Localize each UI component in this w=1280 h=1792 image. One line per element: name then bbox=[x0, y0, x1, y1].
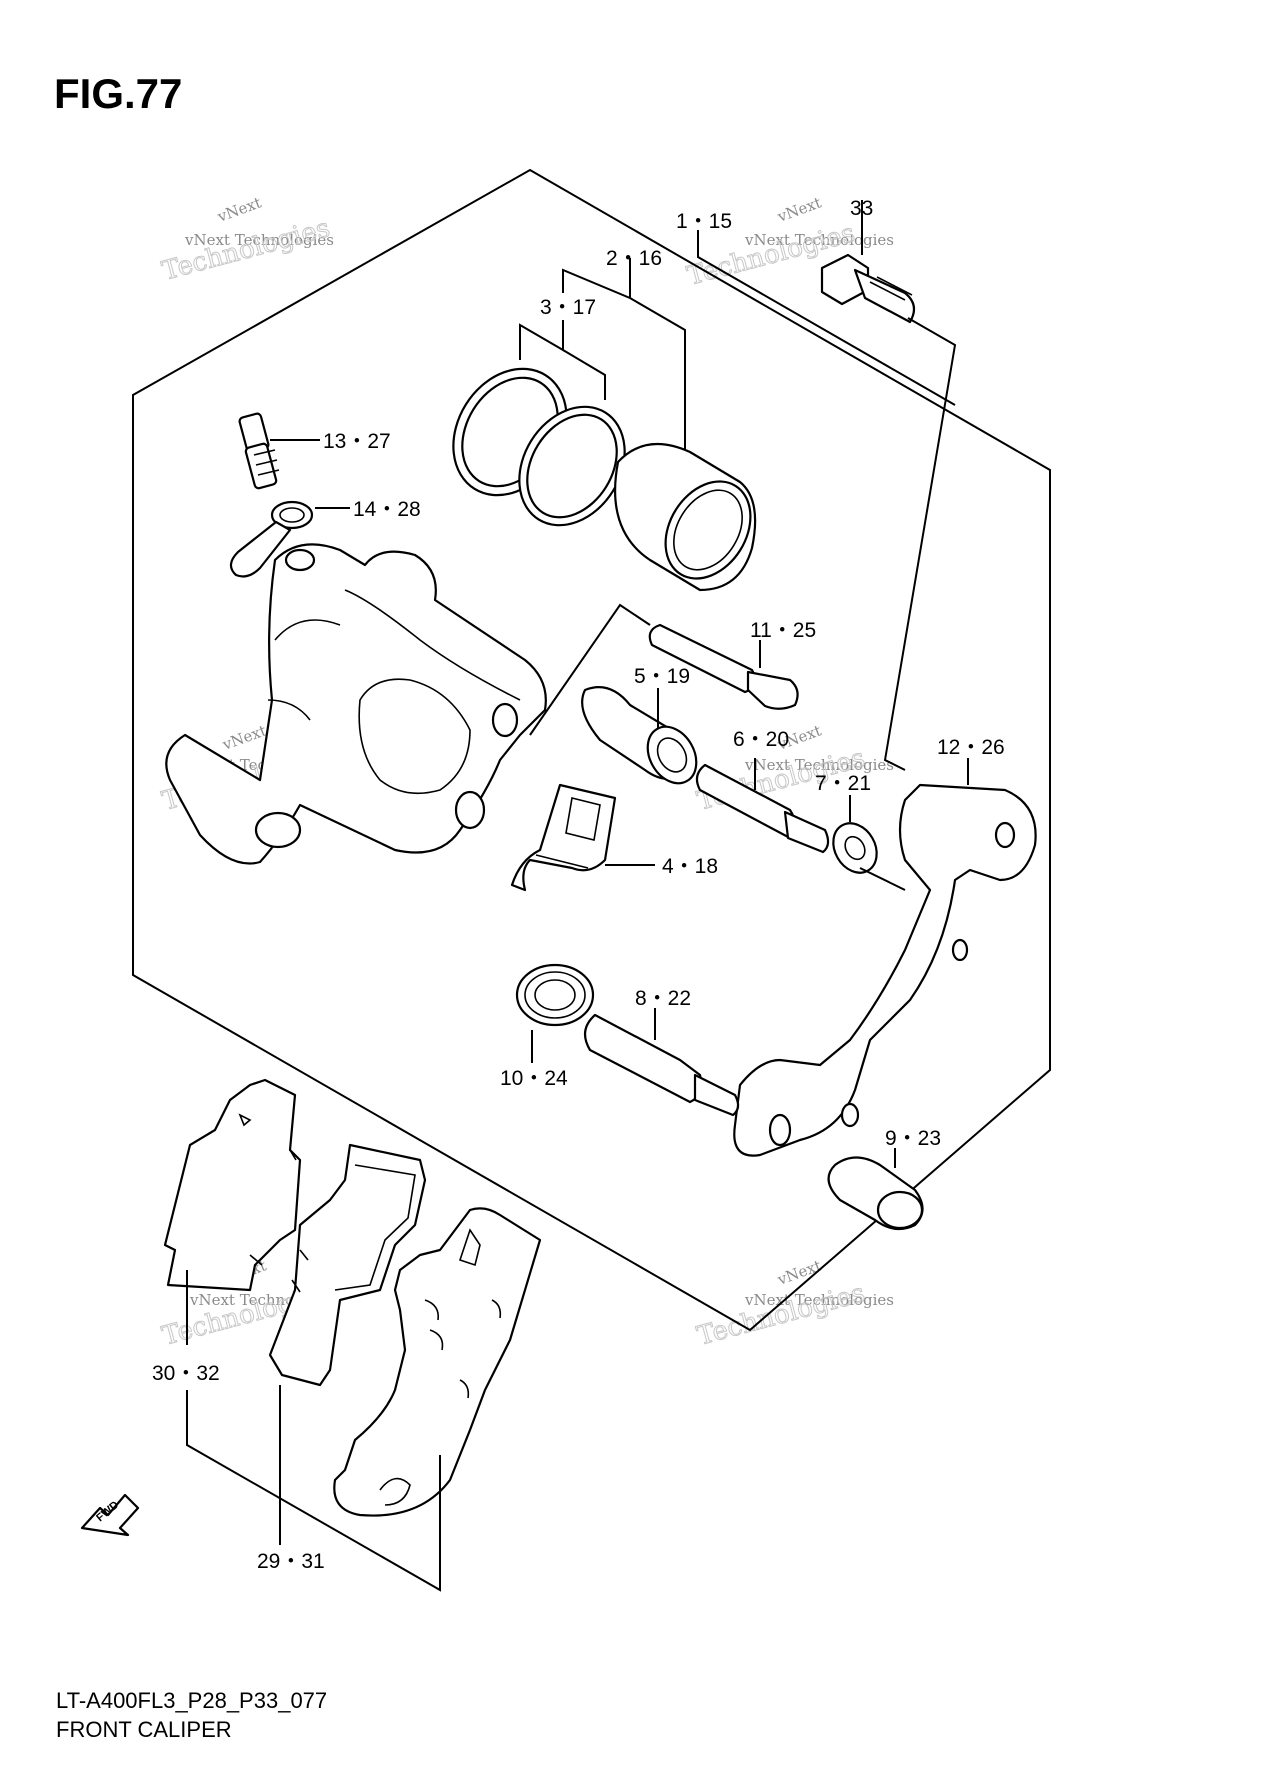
callout-14-28: 14・28 bbox=[353, 498, 421, 521]
callout-12-26: 12・26 bbox=[937, 736, 1005, 759]
caliper-body bbox=[165, 543, 547, 865]
caliper-piston bbox=[614, 442, 757, 592]
callout-29-31: 29・31 bbox=[257, 1550, 325, 1573]
callout-3-17: 3・17 bbox=[540, 296, 596, 319]
bracket-pin bbox=[583, 1013, 740, 1117]
callout-9-23: 9・23 bbox=[885, 1127, 941, 1150]
callout-33: 33 bbox=[850, 197, 873, 220]
model-code: LT-A400FL3_P28_P33_077 bbox=[56, 1688, 328, 1713]
callout-8-22: 8・22 bbox=[635, 987, 691, 1010]
caliper-bracket-bolt bbox=[820, 253, 916, 324]
figure-title: FIG.77 bbox=[54, 70, 183, 117]
svg-text:Technologies: Technologies bbox=[694, 1278, 868, 1352]
svg-text:vNext Technologies: vNext Technologies bbox=[184, 231, 334, 249]
bracket-sleeve bbox=[827, 1156, 924, 1231]
svg-text:Technologies: Technologies bbox=[159, 213, 333, 287]
pad-spring bbox=[510, 783, 617, 892]
svg-text:vNext Technologies: vNext Technologies bbox=[744, 756, 894, 774]
bleeder-cap bbox=[229, 500, 314, 578]
leader-lines bbox=[186, 200, 969, 1592]
caliper-slide-pin-upper bbox=[648, 623, 799, 710]
callout-10-24: 10・24 bbox=[500, 1067, 568, 1090]
watermark-bottom-center: vNext vNext Technologies Technologies bbox=[694, 1256, 894, 1352]
bleeder-screw bbox=[238, 412, 280, 490]
brake-pad-outer bbox=[163, 1078, 302, 1292]
callout-7-21: 7・21 bbox=[815, 772, 871, 795]
svg-text:vNext: vNext bbox=[219, 721, 268, 754]
svg-text:vNext Technologies: vNext Technologies bbox=[744, 231, 894, 249]
caliper-bracket bbox=[733, 783, 1037, 1157]
watermark-top-left: vNext vNext Technologies Technologies bbox=[159, 193, 334, 287]
pin-sleeve bbox=[581, 686, 698, 785]
assembly-frame bbox=[132, 168, 1051, 1332]
svg-text:vNext: vNext bbox=[774, 193, 823, 226]
pad-shim bbox=[333, 1207, 542, 1517]
callout-4-18: 4・18 bbox=[662, 855, 718, 878]
svg-text:vNext: vNext bbox=[214, 193, 263, 226]
callout-6-20: 6・20 bbox=[733, 728, 789, 751]
svg-text:vNext Technologies: vNext Technologies bbox=[744, 1291, 894, 1309]
section-name: FRONT CALIPER bbox=[56, 1717, 232, 1742]
piston-seal-inner bbox=[518, 405, 626, 527]
brake-pad-inner bbox=[268, 1143, 427, 1387]
callout-1-15: 1・15 bbox=[676, 210, 732, 233]
callout-13-27: 13・27 bbox=[323, 430, 391, 453]
callout-11-25: 11・25 bbox=[750, 619, 816, 642]
callout-2-16: 2・16 bbox=[606, 247, 662, 270]
callout-5-19: 5・19 bbox=[634, 665, 690, 688]
callout-30-32: 30・32 bbox=[152, 1362, 220, 1385]
fwd-arrow-icon: FWD bbox=[80, 1493, 140, 1537]
caliper-slide-pin-lower bbox=[695, 763, 830, 854]
pin-boot bbox=[515, 963, 595, 1027]
pin-washer bbox=[832, 822, 878, 874]
